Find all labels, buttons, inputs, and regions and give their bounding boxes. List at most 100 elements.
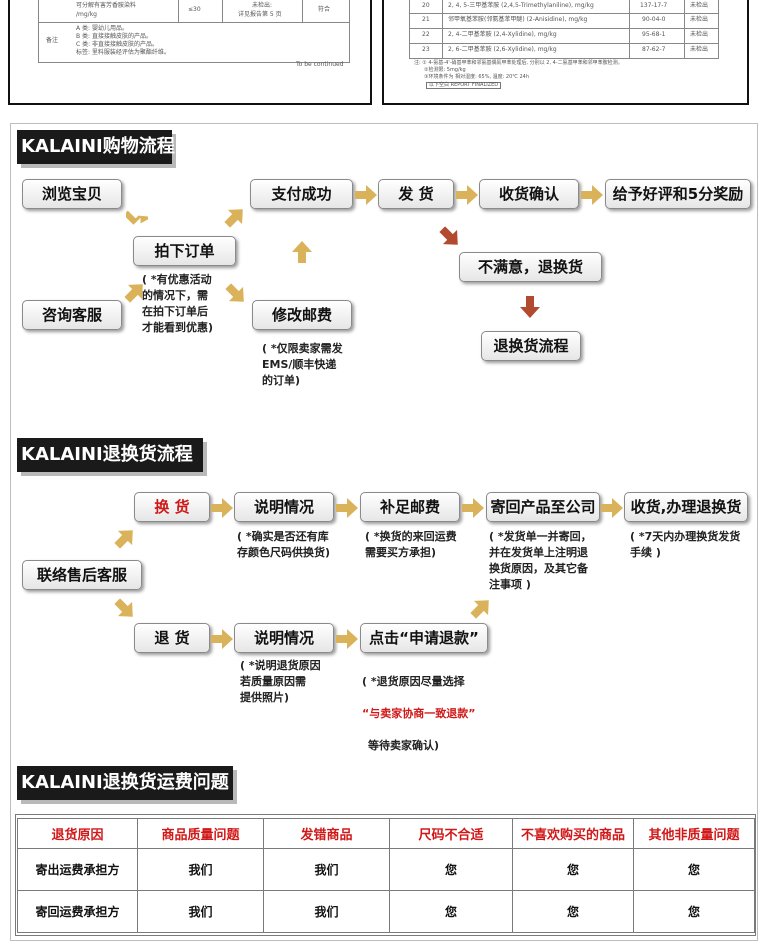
positive-review-button[interactable]: 给予好评和5分奖励: [605, 179, 751, 209]
unsatisfied-return-button[interactable]: 不满意，退换货: [459, 252, 602, 282]
report-row-text: 可分解有害芳香胺染料: [76, 2, 137, 9]
table-cell: 我们: [137, 890, 264, 933]
modify-postage-button[interactable]: 修改邮费: [252, 300, 352, 330]
ship-button[interactable]: 发 货: [378, 179, 454, 209]
table-cell: 寄出运费承担方: [17, 848, 138, 891]
table-cell: 您: [512, 890, 634, 933]
table-cell: 您: [389, 848, 513, 891]
report-page-left: 可分解有害芳香胺染料 /mg/kg ≤30 未检出: 详见报告第 5 页 符合 …: [8, 0, 372, 105]
report-row-unit: /mg/kg: [76, 11, 97, 18]
arrow-right-icon: [581, 185, 603, 205]
refund-button[interactable]: 退 货: [134, 623, 210, 653]
shopping-process-title: KALAINI购物流程: [17, 130, 175, 164]
arrow-right-icon: [211, 498, 233, 518]
apply-refund-note-line1: ( *退货原因尽量选择: [362, 675, 465, 688]
arrow-up-right-icon: [114, 527, 136, 549]
arrow-down-right-icon: [439, 226, 461, 248]
report-note-2: ②检测限: 5mg/kg: [424, 67, 466, 73]
shipping-cost-table: 退货原因 商品质量问题 发错商品 尺码不合适 不喜欢购买的商品 其他非质量问题 …: [17, 818, 755, 933]
arrow-up-right-icon: [124, 281, 146, 303]
table-header-row: 退货原因 商品质量问题 发错商品 尺码不合适 不喜欢购买的商品 其他非质量问题: [17, 818, 755, 849]
table-cell: 我们: [263, 848, 390, 891]
report-row-cas: 95-68-1: [642, 31, 666, 38]
table-cell: 我们: [263, 890, 390, 933]
header-dislike: 不喜欢购买的商品: [512, 818, 634, 849]
payment-success-button[interactable]: 支付成功: [250, 179, 353, 209]
arrow-right-icon: [355, 185, 377, 205]
receive-note: ( *7天内办理换货发货 手续 ): [630, 530, 741, 559]
header-quality: 商品质量问题: [137, 818, 264, 849]
report-row-no: 23: [422, 46, 430, 53]
report-row-cas: 87-62-7: [642, 46, 666, 53]
header-reason: 退货原因: [17, 818, 138, 849]
header-size: 尺码不合适: [389, 818, 513, 849]
pay-postage-note: ( *换货的来回运费 需要买方承担): [365, 530, 457, 559]
report-row-cas: 90-04-0: [642, 16, 666, 23]
report-row-name: 2, 6-二甲基苯胺 (2,6-Xylidine), mg/kg: [448, 46, 557, 53]
report-row-result: 未检出: [690, 2, 709, 9]
table-cell: 您: [633, 848, 755, 891]
header-other: 其他非质量问题: [633, 818, 755, 849]
report-row-result: 未检出: [690, 46, 709, 53]
arrow-up-icon: [292, 241, 312, 263]
report-remark-label: 备注: [46, 37, 59, 44]
report-row-result: 未检出: [690, 31, 709, 38]
report-row-limit: ≤30: [188, 6, 201, 13]
report-row-result: 未检出: [690, 16, 709, 23]
report-note-3: ③环境条件为 相对湿度: 65%, 温度: 20℃ 24h: [424, 74, 530, 80]
arrow-down-right-icon: [114, 598, 136, 620]
send-back-button[interactable]: 寄回产品至公司: [486, 492, 600, 522]
arrow-right-icon: [456, 185, 478, 205]
report-continued: To be continued: [296, 61, 344, 68]
return-process-title: KALAINI退换货流程: [17, 438, 203, 472]
explain-refund-note: ( *说明退货原因 若质量原因需 提供照片): [240, 659, 321, 704]
report-remark-a: A 类: 婴幼儿用品。: [76, 25, 128, 32]
explain-exchange-note: ( *确实是否还有库 存颜色尺码供换货): [237, 530, 331, 559]
explain-refund-button[interactable]: 说明情况: [234, 623, 334, 653]
table-row: 寄回运费承担方 我们 我们 您 您 您: [17, 890, 755, 933]
report-remark-b: B 类: 直接接触皮肤的产品。: [76, 33, 152, 40]
table-cell: 您: [389, 890, 513, 933]
confirm-receipt-button[interactable]: 收货确认: [479, 179, 579, 209]
contact-aftersales-button[interactable]: 联络售后客服: [22, 560, 142, 590]
apply-refund-button[interactable]: 点击“申请退款”: [360, 623, 488, 653]
report-row-name: 2, 4, 5-三甲基苯胺 (2,4,5-Trimethylaniline), …: [448, 2, 594, 9]
arrow-down-icon: [520, 296, 540, 318]
send-back-note: ( *发货单一并寄回， 并在发货单上注明退 换货原因，及其它备 注事项 ): [489, 530, 592, 591]
report-row-no: 20: [422, 2, 430, 9]
return-process-button[interactable]: 退换货流程: [481, 331, 581, 361]
receive-process-button[interactable]: 收货,办理退换货: [624, 492, 748, 522]
order-note: ( *有优惠活动 的情况下，需 在拍下订单后 才能看到优惠): [142, 273, 214, 334]
place-order-button[interactable]: 拍下订单: [133, 236, 236, 266]
shipping-cost-title: KALAINI退换货运费问题: [17, 766, 233, 800]
report-note-1: 注: ① 4-氨基-4'-硝基甲苯和邻氨基偶氮甲苯处理后, 分别以 2, 4-二…: [414, 60, 623, 66]
report-remark-d: 标签: 里料服装经评估为聚酯纤维。: [76, 49, 170, 56]
report-row-result-detail: 详见报告第 5 页: [238, 11, 282, 18]
table-row: 寄出运费承担方 我们 我们 您 您 您: [17, 848, 755, 891]
apply-refund-note-highlight: “与卖家协商一致退款”: [362, 707, 476, 720]
header-wrong-item: 发错商品: [263, 818, 390, 849]
report-row-verdict: 符合: [318, 6, 331, 13]
browse-items-button[interactable]: 浏览宝贝: [22, 179, 122, 209]
report-row-cas: 137-17-7: [640, 2, 668, 9]
postage-note: ( *仅限卖家需发 EMS/顺丰快递 的订单): [262, 342, 343, 387]
arrow-up-right-icon: [224, 206, 246, 228]
apply-refund-note-line3: 等待卖家确认): [368, 739, 440, 752]
pay-postage-button[interactable]: 补足邮费: [360, 492, 460, 522]
apply-refund-note: ( *退货原因尽量选择 “与卖家协商一致退款” 等待卖家确认): [362, 658, 475, 770]
arrow-right-icon: [336, 629, 358, 649]
arrow-down-right-icon: [225, 283, 247, 305]
arrow-right-icon: [462, 498, 484, 518]
arrow-up-right-icon: [470, 597, 492, 619]
arrow-down-right-icon: [126, 210, 148, 225]
explain-exchange-button[interactable]: 说明情况: [234, 492, 334, 522]
report-footer: 以下空白 REPORT FINALIZED: [426, 82, 502, 89]
exchange-button[interactable]: 换 货: [134, 492, 210, 522]
table-cell: 您: [512, 848, 634, 891]
consult-service-button[interactable]: 咨询客服: [22, 300, 122, 330]
table-cell: 寄回运费承担方: [17, 890, 138, 933]
report-row-name: 2, 4-二甲基苯胺 (2,4-Xylidine), mg/kg: [448, 31, 557, 38]
table-cell: 您: [633, 890, 755, 933]
arrow-right-icon: [211, 629, 233, 649]
report-row-no: 21: [422, 16, 430, 23]
